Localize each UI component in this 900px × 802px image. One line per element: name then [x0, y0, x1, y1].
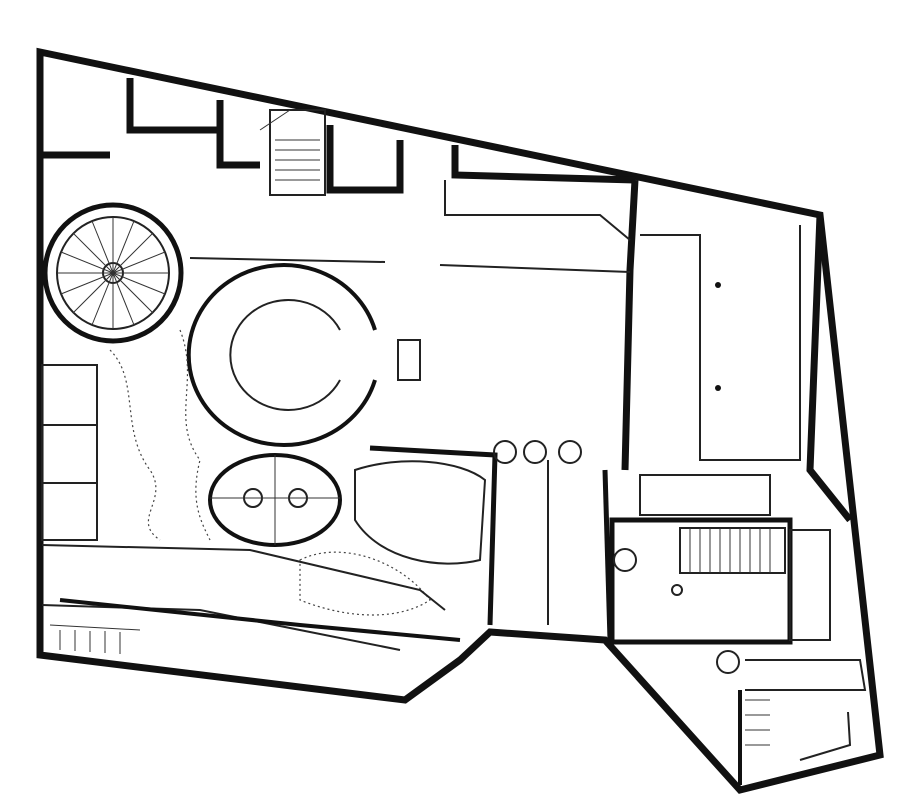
- ring-room: [186, 263, 421, 447]
- staircase-east: [609, 474, 831, 645]
- oval-room: [208, 453, 342, 547]
- staircase-north: [259, 109, 326, 196]
- south-terrace: [41, 544, 461, 651]
- east-hall: [640, 225, 801, 461]
- partition: [439, 264, 631, 273]
- staircase-southwest: [49, 624, 141, 654]
- spiral-staircase: [42, 202, 184, 344]
- top-rooms: [40, 78, 639, 471]
- garden-paths: [109, 329, 487, 616]
- inner-wall-east: [806, 214, 853, 523]
- southeast-rooms: [716, 650, 867, 785]
- central-corridor: [369, 440, 613, 641]
- outer-wall: [36, 47, 884, 794]
- partition: [189, 257, 386, 263]
- west-cells: [41, 364, 98, 541]
